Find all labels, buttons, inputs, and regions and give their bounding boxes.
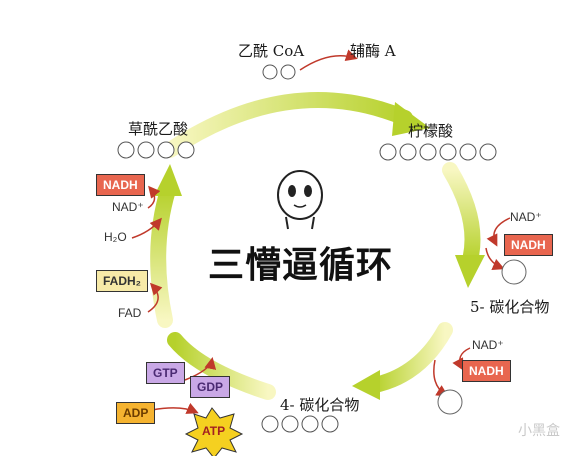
cycle-arrowhead-right — [455, 255, 485, 288]
red-arrow-nad3 — [147, 185, 161, 209]
red-arrow-fad — [147, 282, 163, 313]
node-citrate: 柠檬酸 — [408, 122, 454, 140]
box-nadh-2: NADH — [462, 360, 511, 382]
cycle-arrowhead-bottom-right — [352, 370, 380, 400]
box-nadh-1: NADH — [504, 234, 553, 256]
cycle-arrow-left — [150, 182, 176, 328]
watermark-text: 小黑盒 — [518, 422, 560, 438]
box-gtp: GTP — [146, 362, 185, 384]
face-group-c4 — [261, 415, 339, 433]
co2-bubble-2 — [437, 389, 463, 415]
face-group-citrate — [379, 143, 497, 161]
box-fadh2: FADH₂ — [96, 270, 148, 292]
red-arrow-nad2 — [452, 347, 471, 371]
label-nad-2: NAD⁺ — [472, 338, 504, 352]
node-4-carbon: 4- 碳化合物 — [280, 396, 360, 414]
cycle-arrow-top — [162, 92, 413, 158]
face-group-acetyl — [262, 64, 296, 80]
label-nad-3: NAD⁺ — [112, 200, 144, 214]
node-oxaloacetate: 草酰乙酸 — [128, 120, 189, 138]
co2-bubble-1 — [501, 259, 527, 285]
cycle-arrowhead-left — [154, 164, 182, 196]
cycle-arrowhead-top — [392, 102, 430, 136]
label-h2o: H₂O — [104, 230, 127, 244]
red-arrow-co2-1 — [485, 247, 505, 270]
node-5-carbon: 5- 碳化合物 — [470, 298, 550, 316]
label-atp: ATP — [202, 424, 226, 438]
box-gdp: GDP — [190, 376, 231, 398]
face-group-oxaloacetate — [117, 141, 195, 159]
node-acetyl-coa: 乙酰 CoA — [238, 42, 305, 60]
meme-face-icon — [277, 170, 323, 230]
red-arrow-co2-2 — [433, 359, 449, 397]
red-arrow-nad1 — [486, 217, 511, 247]
cycle-arrow-right — [442, 162, 481, 268]
box-adp: ADP — [116, 402, 156, 424]
atp-burst — [184, 407, 244, 456]
label-nad-1: NAD⁺ — [510, 210, 542, 224]
cycle-arrow-bottom-right — [367, 322, 453, 393]
red-arrow-adp — [151, 402, 199, 414]
box-nadh-3: NADH — [96, 174, 145, 196]
diagram-title: 三懵逼循环 — [208, 245, 394, 286]
red-arrow-acetyl — [299, 49, 358, 71]
node-coenzyme-a: 辅酶 A — [350, 42, 396, 60]
label-fad: FAD — [118, 306, 142, 320]
red-arrow-gdp — [184, 357, 217, 381]
red-arrow-h2o — [131, 217, 162, 239]
